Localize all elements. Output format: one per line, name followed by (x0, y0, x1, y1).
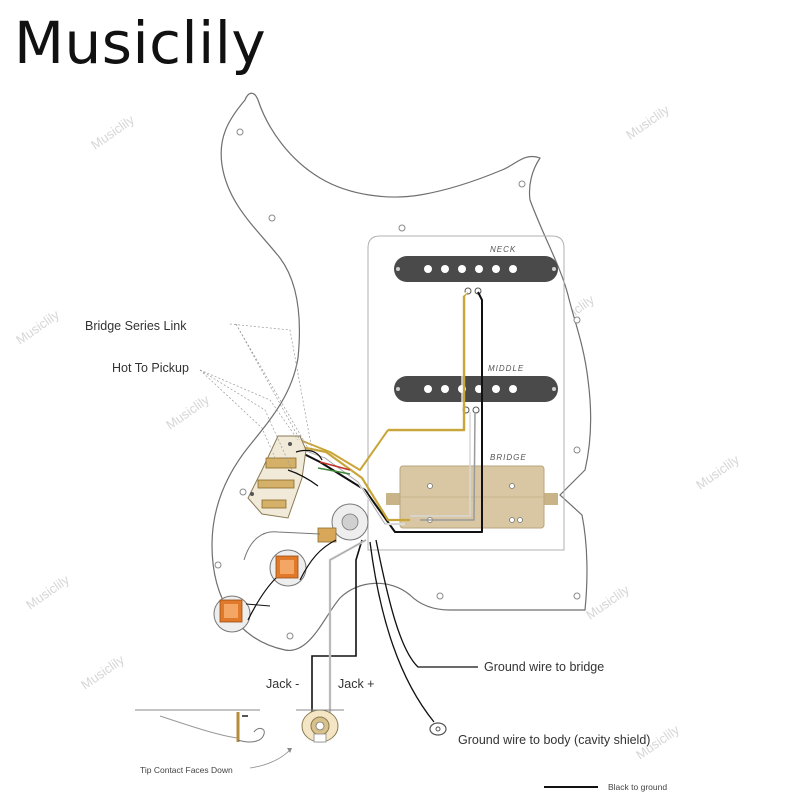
neck-label: NECK (490, 245, 516, 254)
watermark-text: Musiclily (13, 307, 62, 348)
tip-contact-arrow (249, 749, 291, 769)
legend: Black to ground (544, 782, 667, 792)
control-wires (243, 531, 337, 621)
ground-body-label: Ground wire to body (cavity shield) (458, 733, 650, 747)
tone-pot (269, 549, 307, 587)
watermark-text: Musiclily (693, 452, 742, 493)
hot-to-pickup-label: Hot To Pickup (112, 361, 189, 375)
jack-plus-label: Jack + (338, 677, 374, 691)
bridge-label: BRIDGE (490, 453, 527, 462)
watermark-text: Musiclily (163, 392, 212, 433)
tone-pot-2 (213, 595, 251, 633)
watermark-text: Musiclily (78, 652, 127, 693)
ground-bridge-label: Ground wire to bridge (484, 660, 604, 674)
pickguard (211, 92, 592, 651)
watermark-text: Musiclily (583, 582, 632, 623)
jack-minus-label: Jack - (266, 677, 299, 691)
watermark-text: Musiclily (88, 112, 137, 153)
jack-side-view (135, 709, 265, 743)
tip-contact-label: Tip Contact Faces Down (140, 765, 233, 775)
output-jack (296, 709, 344, 743)
tip-contact-arrowhead (287, 748, 292, 753)
five-way-switch (247, 435, 323, 519)
bridge-series-link-label: Bridge Series Link (85, 319, 187, 333)
neck-pickup: NECK (394, 245, 558, 295)
middle-label: MIDDLE (488, 364, 524, 373)
watermark-text: Musiclily (623, 102, 672, 143)
label-leaders (199, 323, 313, 471)
output-wires (311, 538, 478, 723)
watermark-text: Musiclily (23, 572, 72, 613)
brand-logo: Musiclily (14, 9, 267, 77)
pickup-plate (367, 235, 565, 551)
volume-pot (317, 503, 369, 543)
pickup-wires (295, 291, 483, 533)
legend-black-label: Black to ground (608, 782, 667, 792)
pickguard-screws (214, 128, 581, 640)
ground-lug (429, 722, 447, 736)
